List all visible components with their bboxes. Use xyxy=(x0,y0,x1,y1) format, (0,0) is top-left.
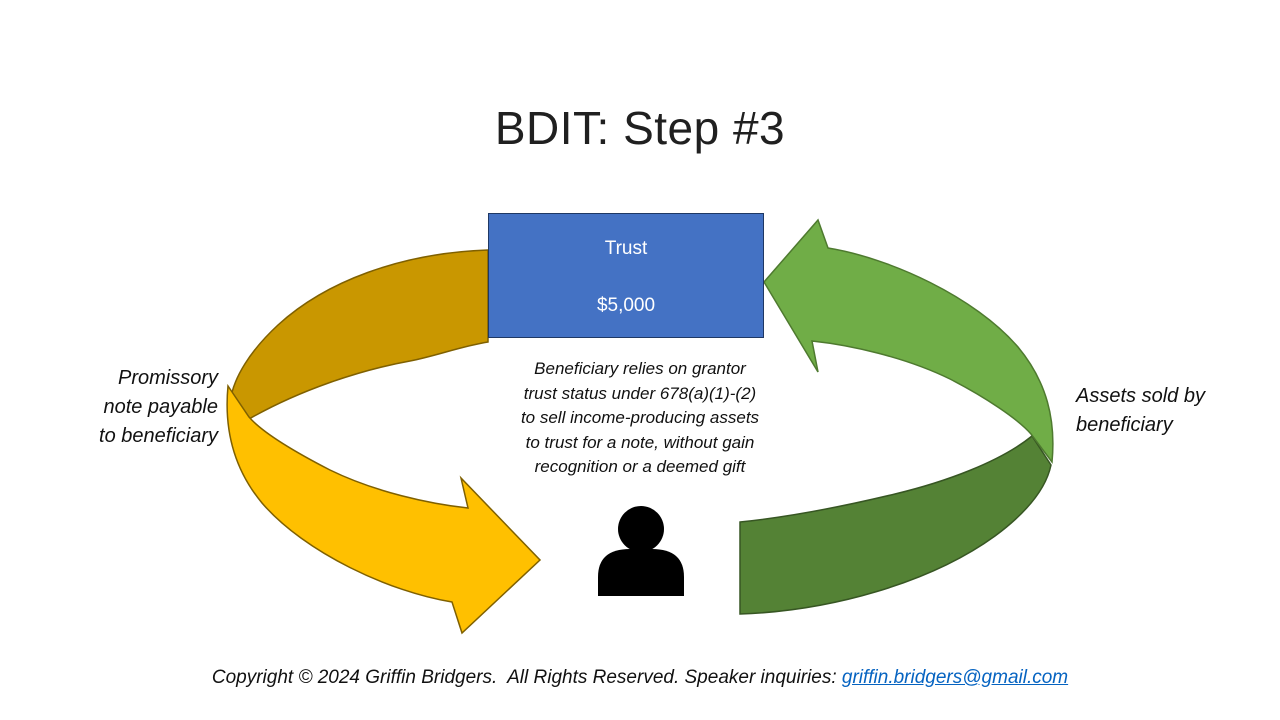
speaker-email-link[interactable]: griffin.bridgers@gmail.com xyxy=(841,667,1069,688)
trust-box-name: Trust xyxy=(604,238,648,259)
beneficiary-person-icon xyxy=(598,506,684,596)
center-note-text: Beneficiary relies on grantor trust stat… xyxy=(520,359,760,476)
gold-arrow-upper-band xyxy=(229,249,489,420)
gold-arrow-lower-band-with-head xyxy=(226,383,542,635)
copyright-footer: Copyright © 2024 Griffin Bridgers. All R… xyxy=(0,667,1280,689)
green-arrow-lower-band xyxy=(739,434,1052,615)
green-arrow-upper-band-with-head xyxy=(763,218,1054,465)
copyright-text: Copyright © 2024 Griffin Bridgers. All R… xyxy=(211,667,842,688)
assets-sold-curved-arrow xyxy=(739,218,1054,615)
trust-box: Trust $5,000 xyxy=(488,213,764,338)
page-title: BDIT: Step #3 xyxy=(494,101,786,154)
trust-box-amount: $5,000 xyxy=(596,295,656,316)
assets-sold-label: Assets sold by beneficiary xyxy=(1076,385,1205,436)
promissory-note-curved-arrow xyxy=(226,249,542,635)
promissory-note-label: Promissory note payable to beneficiary xyxy=(99,367,218,447)
